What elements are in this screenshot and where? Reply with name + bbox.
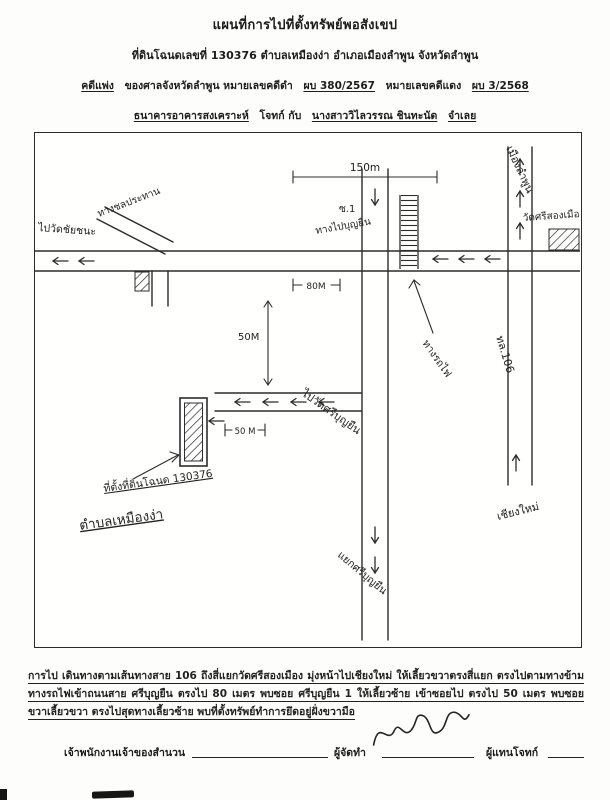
label-railway: ทางรถไฟ — [420, 337, 455, 379]
black-case-number: ผบ 380/2567 — [303, 80, 375, 92]
signature-row: เจ้าพนักงานเจ้าของสำนวน ผู้จัดทำ ผู้แทนโ… — [0, 744, 610, 766]
defendant-role: จำเลย — [448, 110, 477, 122]
plaintiff-rep-signature-line — [548, 757, 584, 758]
label-highway-106: ทล.106 — [493, 334, 517, 375]
plaintiff-name: ธนาคารอาคารสงเคราะห์ — [133, 110, 249, 122]
deed-subtitle: ที่ดินโฉนดเลขที่ 130376 ตำบลเหมืองง่า อำ… — [131, 49, 479, 62]
building-left — [134, 271, 150, 292]
defendant-name: นางสาววิไลวรรณ ชินทะนัด — [311, 110, 438, 122]
map-sketch: 150m 80M 50M 50 M — [35, 144, 580, 641]
distance-50m-soi: 50 M — [235, 427, 256, 437]
temple-building — [548, 228, 580, 251]
label-wat-si-song-mueang: วัดศรีสองเมือง — [522, 208, 580, 224]
party-line: ธนาคารอาคารสงเคราะห์ โจทก์ กับ นางสาววิไ… — [0, 107, 610, 124]
label-property-deed: ที่ตั้งที่ดินโฉนด 130376 — [102, 466, 213, 495]
directions-paragraph: การไป เดินทางตามเส้นทางสาย 106 ถึงสี่แยก… — [28, 669, 584, 719]
red-case-label: หมายเลขคดีแดง — [385, 80, 462, 92]
distance-80m: 80M — [306, 282, 325, 292]
page-title: แผนที่การไปที่ตั้งทรัพย์พอสังเขป — [212, 18, 398, 33]
pointer-lines — [132, 279, 434, 480]
property-parcel — [179, 397, 208, 467]
label-chiang-mai: เชียงใหม่ — [496, 500, 541, 523]
preparer-label: ผู้จัดทำ — [334, 747, 366, 759]
label-to-wat-chai-chana: ไปวัดชัยชนะ — [37, 221, 97, 238]
preparer-signature — [372, 711, 470, 746]
label-irrigation-road: ทางชลประทาน — [96, 186, 162, 220]
measurements — [224, 170, 438, 437]
map-frame: 150m 80M 50M 50 M — [34, 132, 582, 648]
civil-case-label: คดีแพ่ง — [81, 80, 114, 92]
label-subdistrict: ตำบลเหมืองง่า — [78, 506, 164, 534]
roads — [35, 146, 580, 641]
distance-150m: 150m — [350, 162, 380, 174]
red-case-number: ผบ 3/2568 — [471, 80, 529, 92]
scan-artifact — [91, 790, 135, 799]
scan-artifact — [0, 789, 7, 800]
officer-label: เจ้าพนักงานเจ้าของสำนวน — [64, 747, 186, 759]
label-to-wat-si-boonyuen: ไปวัดศรีบุญยืน — [298, 386, 363, 437]
party-connector: โจทก์ กับ — [259, 110, 302, 122]
railway-crossing — [399, 195, 419, 269]
preparer-signature-line — [382, 757, 474, 758]
court-label: ของศาลจังหวัดลำพูน หมายเลขคดีดำ — [124, 80, 293, 92]
label-to-boonyuen: ทางไปบุญยืน — [314, 215, 371, 237]
case-line: คดีแพ่ง ของศาลจังหวัดลำพูน หมายเลขคดีดำ … — [0, 77, 610, 94]
officer-signature-line — [192, 757, 328, 758]
distance-50m-vertical: 50M — [238, 332, 259, 343]
plaintiff-rep-label: ผู้แทนโจทก์ — [486, 747, 539, 759]
label-soi-1: ซ.1 — [339, 204, 355, 215]
